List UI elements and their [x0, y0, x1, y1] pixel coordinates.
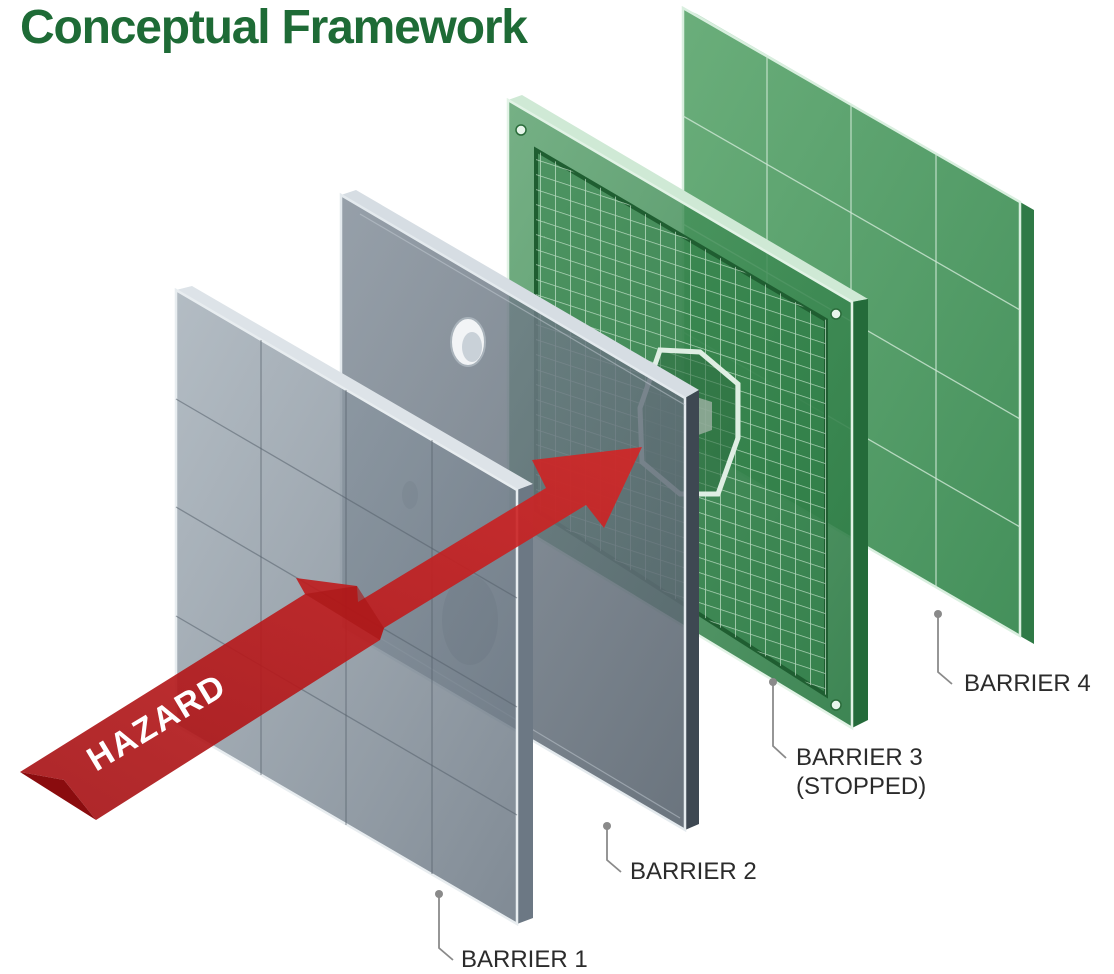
page-title: Conceptual Framework: [20, 1, 528, 54]
hazard-arrow: [20, 447, 642, 820]
barrier-2-label: BARRIER 2: [630, 858, 757, 885]
leader-dots: [435, 610, 942, 898]
barrier-3-sublabel: (STOPPED): [796, 773, 927, 800]
barrier-1-label: BARRIER 1: [461, 946, 588, 973]
barrier-3-label: BARRIER 3: [796, 744, 923, 771]
leader-lines: [438, 614, 953, 961]
barrier-4-label: BARRIER 4: [964, 670, 1091, 697]
